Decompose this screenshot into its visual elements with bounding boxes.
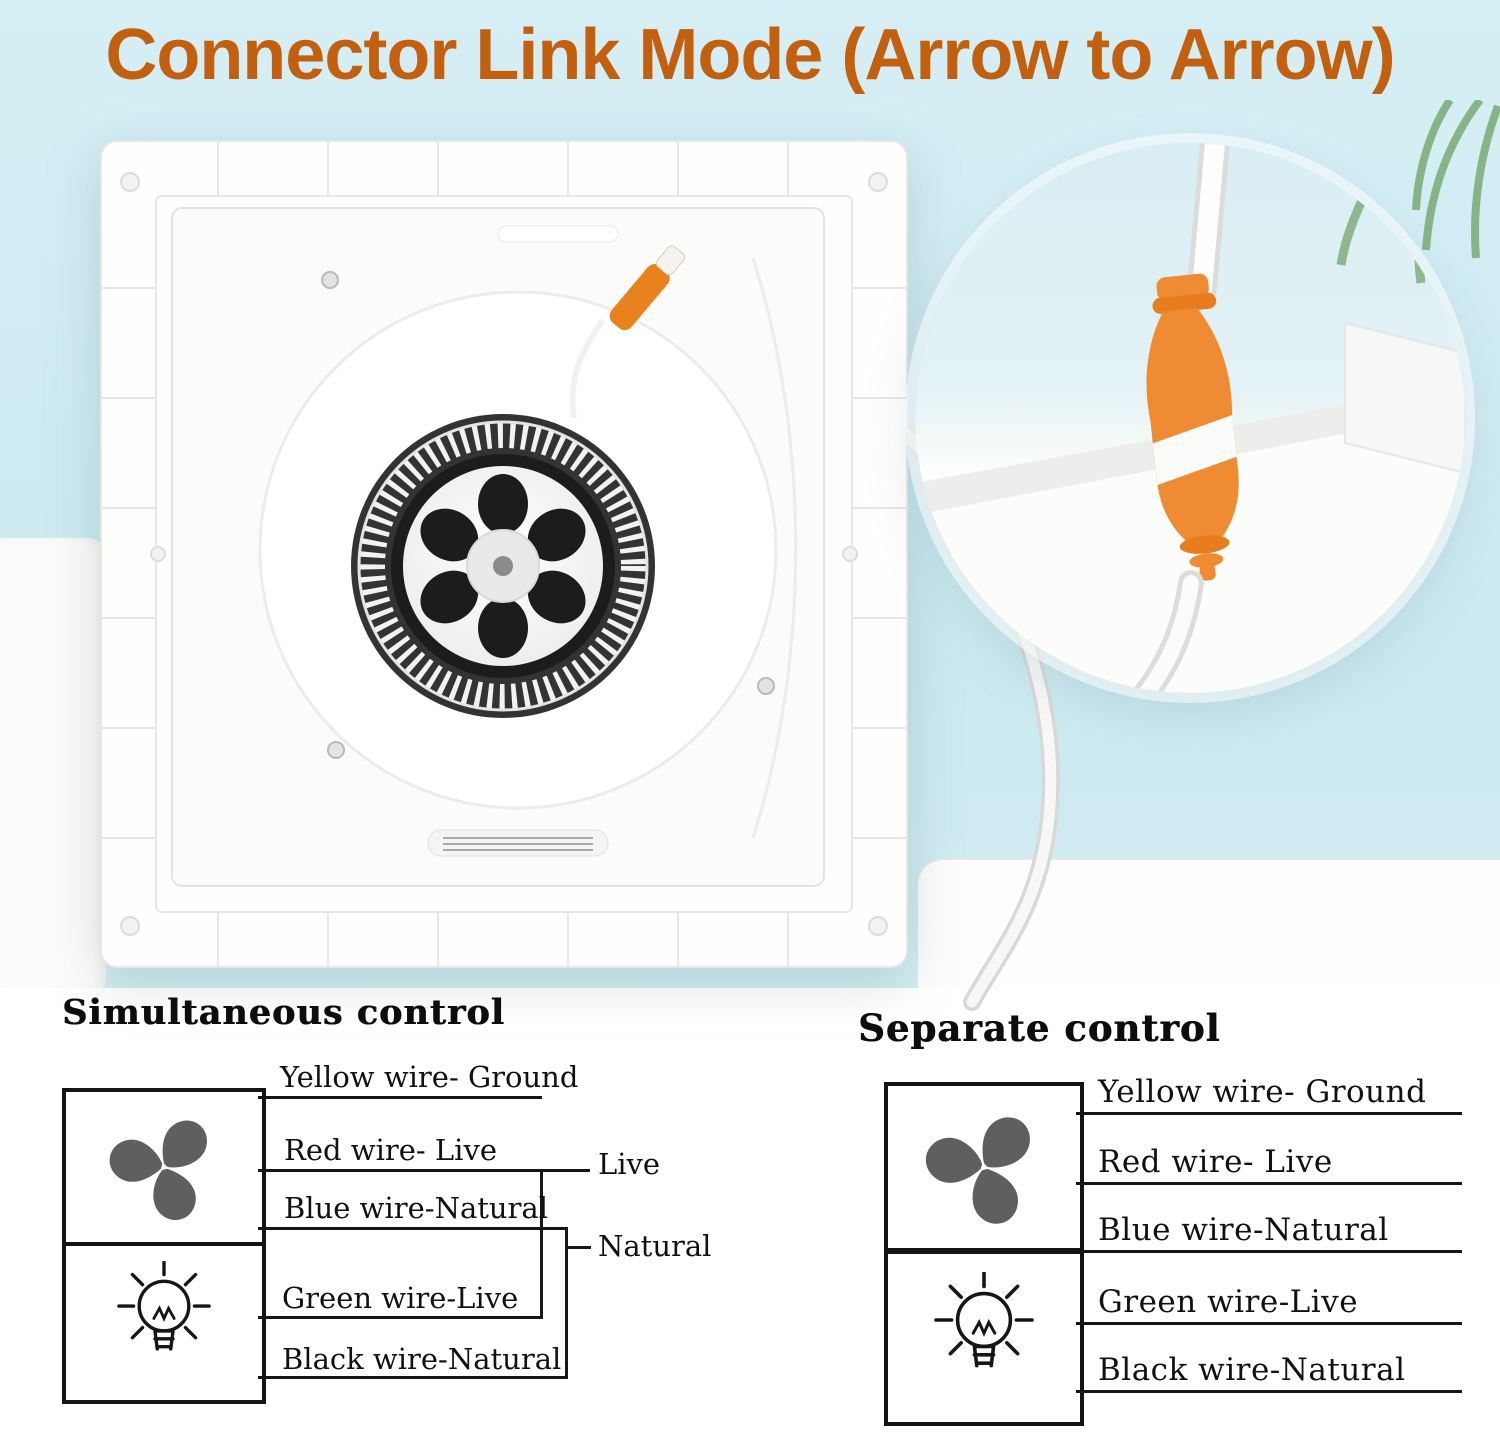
sim-live-junction-line xyxy=(540,1169,543,1319)
sim-natural-junction-line xyxy=(565,1227,568,1379)
sep-green-line xyxy=(1076,1322,1462,1325)
exhaust-fan-photo xyxy=(100,140,908,968)
sim-natural-branch-line xyxy=(565,1246,591,1249)
sep-bulb-symbol-box xyxy=(884,1250,1084,1426)
light-bulb-icon xyxy=(117,1261,211,1351)
sim-fan-symbol-box xyxy=(62,1088,266,1246)
sep-natural-line xyxy=(1076,1250,1462,1253)
sep-black-line xyxy=(1076,1390,1462,1393)
plant-leaves xyxy=(1412,100,1500,259)
sim-wire-label-red: Red wire- Live xyxy=(284,1133,497,1167)
sep-wire-label-green: Green wire-Live xyxy=(1098,1284,1359,1320)
sep-ground-line xyxy=(1076,1112,1462,1115)
mounting-holes xyxy=(120,172,888,936)
sep-wire-label-blue: Blue wire-Natural xyxy=(1098,1212,1389,1248)
sim-bus-label-natural: Natural xyxy=(598,1229,712,1263)
sim-black-line xyxy=(258,1376,568,1379)
sim-wire-label-black: Black wire-Natural xyxy=(282,1342,562,1376)
sim-live-line xyxy=(258,1169,590,1172)
sep-wire-label-yellow: Yellow wire- Ground xyxy=(1098,1074,1427,1110)
fan-blades-icon xyxy=(925,1117,1030,1224)
sim-bus-label-live: Live xyxy=(598,1147,661,1181)
white-box-left xyxy=(0,538,106,990)
sim-bulb-symbol-box xyxy=(62,1242,266,1404)
fan-impeller xyxy=(351,414,655,718)
fan-blades-icon xyxy=(109,1120,207,1220)
screws xyxy=(321,271,775,759)
connector-inset-photo xyxy=(915,143,1465,693)
sep-wire-label-black: Black wire-Natural xyxy=(1098,1352,1406,1388)
main-title: Connector Link Mode (Arrow to Arrow) xyxy=(105,15,1395,95)
sim-wire-label-green: Green wire-Live xyxy=(282,1281,519,1315)
sim-wire-label-blue: Blue wire-Natural xyxy=(284,1191,548,1225)
sep-fan-symbol-box xyxy=(884,1082,1084,1252)
sim-natural-line xyxy=(258,1227,565,1230)
orange-cable-connector xyxy=(1146,273,1239,581)
sep-heading: Separate control xyxy=(858,1006,1221,1050)
sim-heading: Simultaneous control xyxy=(62,992,505,1033)
sim-ground-line xyxy=(258,1096,542,1099)
sim-wire-label-yellow: Yellow wire- Ground xyxy=(280,1060,579,1094)
sim-green-line xyxy=(258,1316,543,1319)
light-bulb-icon xyxy=(934,1272,1034,1368)
sep-wire-label-red: Red wire- Live xyxy=(1098,1144,1333,1180)
fan-connector xyxy=(609,245,686,331)
sep-live-line xyxy=(1076,1182,1462,1185)
